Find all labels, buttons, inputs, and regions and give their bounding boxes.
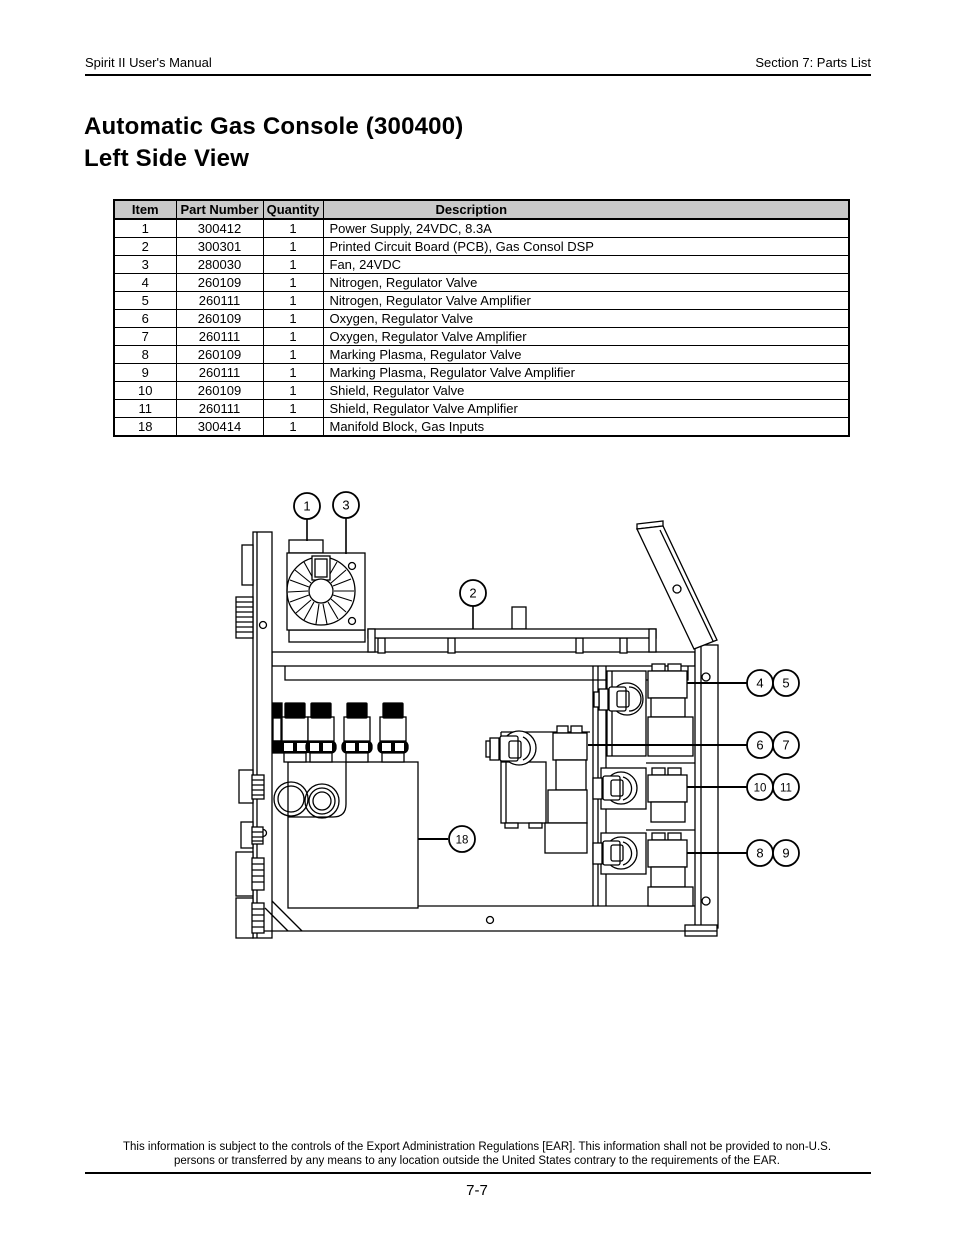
table-cell: Marking Plasma, Regulator Valve — [322, 345, 850, 364]
column-header: Item — [113, 199, 177, 220]
sensor — [377, 702, 409, 763]
svg-text:4: 4 — [756, 676, 763, 691]
header-rule — [85, 74, 871, 76]
callout-1: 1 — [293, 492, 321, 520]
sensor — [305, 702, 337, 763]
svg-text:5: 5 — [782, 676, 789, 691]
svg-text:11: 11 — [780, 783, 792, 795]
svg-text:18: 18 — [456, 835, 469, 847]
callout-6: 6 — [746, 731, 774, 759]
page-title-line2: Left Side View — [84, 145, 250, 172]
callout-5: 5 — [772, 669, 800, 697]
power-supply-bracket — [288, 539, 366, 643]
header-right-text: Section 7: Parts List — [755, 55, 871, 70]
callout-8: 8 — [746, 839, 774, 867]
angled-rear-panel — [636, 520, 718, 650]
table-cell: 300301 — [175, 237, 264, 256]
table-cell: Manifold Block, Gas Inputs — [322, 417, 850, 437]
callout-11: 11 — [772, 773, 800, 801]
table-cell: 10 — [113, 381, 177, 400]
column-header: Description — [322, 199, 850, 220]
svg-text:6: 6 — [756, 738, 763, 753]
diagram-linework: 1 3 2 4 5 6 7 10 11 8 9 18 — [235, 491, 800, 939]
page-title-line1: Automatic Gas Console (300400) — [84, 113, 464, 140]
pressure-sensors — [272, 702, 409, 763]
svg-text:9: 9 — [782, 846, 789, 861]
table-cell: Fan, 24VDC — [322, 255, 850, 274]
callout-10: 10 — [746, 773, 774, 801]
footer-rule — [85, 1172, 871, 1174]
pcb-board — [367, 606, 657, 654]
sensor — [341, 702, 373, 763]
callout-7: 7 — [772, 731, 800, 759]
running-header: Spirit II User's Manual Section 7: Parts… — [85, 55, 871, 70]
page-title: Automatic Gas Console (300400) Left Side… — [84, 111, 463, 175]
callout-9: 9 — [772, 839, 800, 867]
callout-3: 3 — [332, 491, 360, 519]
svg-text:1: 1 — [303, 499, 310, 514]
page-number: 7-7 — [466, 1182, 488, 1199]
table-cell: 1 — [262, 399, 324, 418]
table-cell: Power Supply, 24VDC, 8.3A — [322, 218, 850, 238]
header-left-text: Spirit II User's Manual — [85, 55, 212, 70]
table-cell: 300412 — [175, 218, 264, 238]
marking-plasma-regulator-valve — [592, 832, 694, 907]
column-header: Part Number — [175, 199, 264, 220]
table-cell: Shield, Regulator Valve Amplifier — [322, 399, 850, 418]
fan — [286, 552, 366, 631]
table-cell: Shield, Regulator Valve — [322, 381, 850, 400]
table-cell: 300414 — [175, 417, 264, 437]
svg-text:7: 7 — [782, 738, 789, 753]
table-cell: 260111 — [175, 399, 264, 418]
svg-text:3: 3 — [342, 498, 349, 513]
table-cell: 11 — [113, 399, 177, 418]
svg-text:2: 2 — [469, 586, 476, 601]
table-cell: Oxygen, Regulator Valve Amplifier — [322, 327, 850, 346]
nitrogen-regulator-valve — [593, 663, 694, 757]
gas-input-fittings — [235, 544, 265, 939]
shield-regulator-valve — [592, 767, 688, 823]
table-cell: 260109 — [175, 309, 264, 328]
table-cell: 260109 — [175, 273, 264, 292]
callout-4: 4 — [746, 669, 774, 697]
leader-lines — [306, 518, 747, 854]
callout-2: 2 — [459, 579, 487, 607]
callout-balloons: 1 3 2 4 5 6 7 10 11 8 9 18 — [293, 491, 800, 867]
manifold-block — [273, 761, 419, 909]
svg-text:8: 8 — [756, 846, 763, 861]
column-header: Quantity — [262, 199, 324, 220]
oxygen-regulator-valve — [485, 725, 590, 854]
svg-text:10: 10 — [754, 783, 767, 795]
callout-18: 18 — [448, 825, 476, 853]
sensor — [279, 702, 311, 763]
export-notice: This information is subject to the contr… — [122, 1141, 832, 1167]
